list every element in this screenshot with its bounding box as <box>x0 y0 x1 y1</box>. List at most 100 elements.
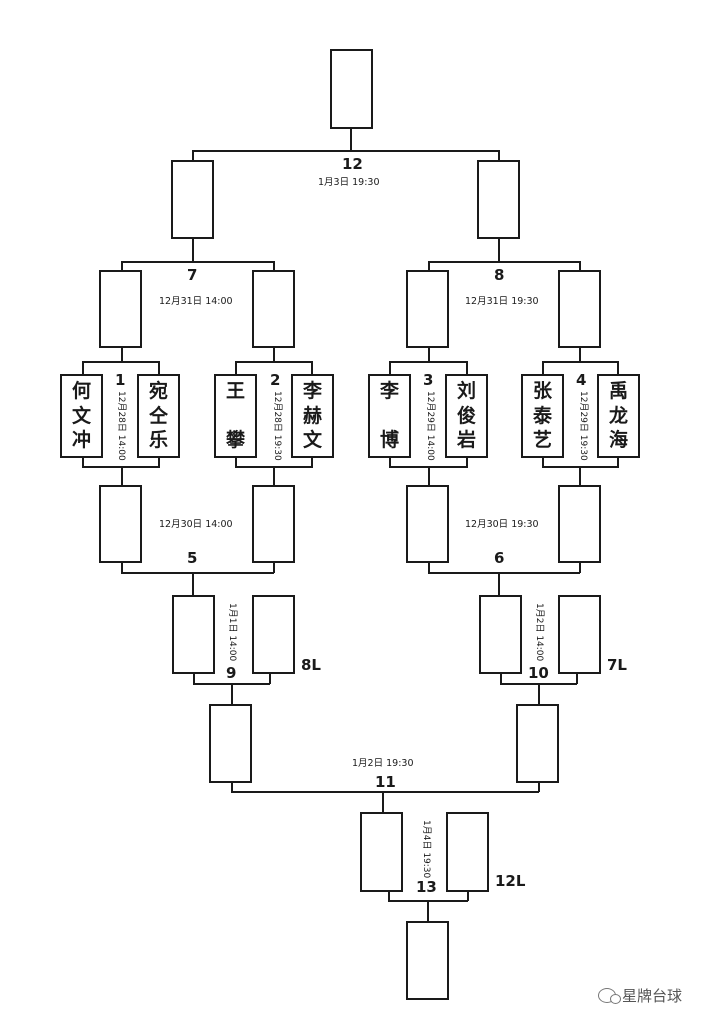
match-time-9: 1月1日 14:00 <box>227 603 237 662</box>
match-time-4: 12月29日 19:30 <box>578 391 588 461</box>
connector <box>121 261 274 263</box>
player-char: 俊 <box>456 404 476 427</box>
connector <box>231 683 233 704</box>
slot-10-right <box>558 595 601 674</box>
connector <box>350 129 352 150</box>
player-slot-1b: 宛仝乐 <box>137 374 180 458</box>
match-number-2: 2 <box>270 371 281 389</box>
player-slot-4b: 禹龙海 <box>597 374 640 458</box>
match-number-1: 1 <box>115 371 126 389</box>
match-number-5: 5 <box>187 549 198 567</box>
match-number-9: 9 <box>226 664 237 682</box>
slot-12-left <box>171 160 214 239</box>
player-slot-4a: 张泰艺 <box>521 374 564 458</box>
slot-9-left <box>172 595 215 674</box>
match-time-6: 12月30日 19:30 <box>465 519 539 530</box>
connector <box>467 892 469 901</box>
slot-6-right <box>558 485 601 563</box>
player-char: 宛 <box>148 380 168 402</box>
player-char: 李 <box>379 380 399 402</box>
connector <box>500 674 502 684</box>
slot-7-left <box>99 270 142 348</box>
connector <box>121 572 274 574</box>
match-time-2: 12月28日 19:30 <box>272 391 282 461</box>
connector <box>498 572 500 595</box>
connector <box>579 261 581 270</box>
connector <box>427 900 429 921</box>
connector <box>538 783 540 792</box>
connector <box>579 467 581 485</box>
connector <box>579 563 581 573</box>
connector <box>273 348 275 361</box>
connector <box>273 467 275 485</box>
player-char: 李 <box>302 380 322 402</box>
connector <box>269 674 271 684</box>
slot-5-right <box>252 485 295 563</box>
connector <box>382 791 384 812</box>
player-slot-2a: 王攀 <box>214 374 257 458</box>
watermark-text: 星牌台球 <box>621 987 682 1005</box>
connector <box>579 348 581 361</box>
player-char: 文 <box>71 404 91 427</box>
slot-8-right <box>558 270 601 348</box>
match-number-13: 13 <box>416 878 437 896</box>
loser-slot-8L: 8L <box>301 656 321 674</box>
match-time-12: 1月3日 19:30 <box>318 177 380 188</box>
loser-slot-7L: 7L <box>607 656 627 674</box>
player-char: 海 <box>608 429 628 451</box>
player-slot-3a: 李博 <box>368 374 411 458</box>
match-time-13: 1月4日 19:30 <box>421 820 431 879</box>
slot-11-left <box>209 704 252 783</box>
player-slot-3b: 刘俊岩 <box>445 374 488 458</box>
connector <box>231 783 233 792</box>
match-number-4: 4 <box>576 371 587 389</box>
final-slot <box>406 921 449 1000</box>
slot-12-right <box>477 160 520 239</box>
slot-7-right <box>252 270 295 348</box>
player-char: 王 <box>225 380 245 402</box>
connector <box>273 261 275 270</box>
connector <box>428 563 430 573</box>
connector <box>121 563 123 573</box>
connector <box>428 348 430 361</box>
slot-9-right <box>252 595 295 674</box>
player-char: 何 <box>71 380 91 402</box>
player-char: 博 <box>379 429 399 451</box>
match-time-5: 12月30日 14:00 <box>159 519 233 530</box>
connector <box>231 791 539 793</box>
connector <box>389 361 467 363</box>
match-number-8: 8 <box>494 266 505 284</box>
wechat-icon <box>597 988 621 1004</box>
connector <box>192 150 499 152</box>
match-number-12: 12 <box>342 155 363 173</box>
player-char: 泰 <box>532 404 552 427</box>
connector <box>428 261 430 270</box>
loser-slot-12L: 12L <box>495 872 526 890</box>
connector <box>498 150 500 160</box>
match-time-3: 12月29日 14:00 <box>425 391 435 461</box>
slot-8-left <box>406 270 449 348</box>
player-slot-1a: 何文冲 <box>60 374 103 458</box>
player-char: 禹 <box>608 380 628 402</box>
connector <box>498 239 500 261</box>
slot-13-left <box>360 812 403 892</box>
match-time-1: 12月28日 14:00 <box>116 391 126 461</box>
connector <box>428 572 580 574</box>
connector <box>121 261 123 270</box>
player-char: 仝 <box>148 404 168 427</box>
player-char: 龙 <box>608 404 628 427</box>
player-slot-2b: 李赫文 <box>291 374 334 458</box>
connector <box>388 892 390 901</box>
connector <box>542 361 618 363</box>
slot-11-right <box>516 704 559 783</box>
match-number-11: 11 <box>375 773 396 791</box>
champion-slot <box>330 49 373 129</box>
slot-10-left <box>479 595 522 674</box>
player-char: 冲 <box>71 429 91 451</box>
connector <box>82 361 159 363</box>
player-char: 攀 <box>225 429 245 451</box>
player-char: 张 <box>532 380 552 402</box>
player-char: 赫 <box>302 404 322 427</box>
match-number-3: 3 <box>423 371 434 389</box>
